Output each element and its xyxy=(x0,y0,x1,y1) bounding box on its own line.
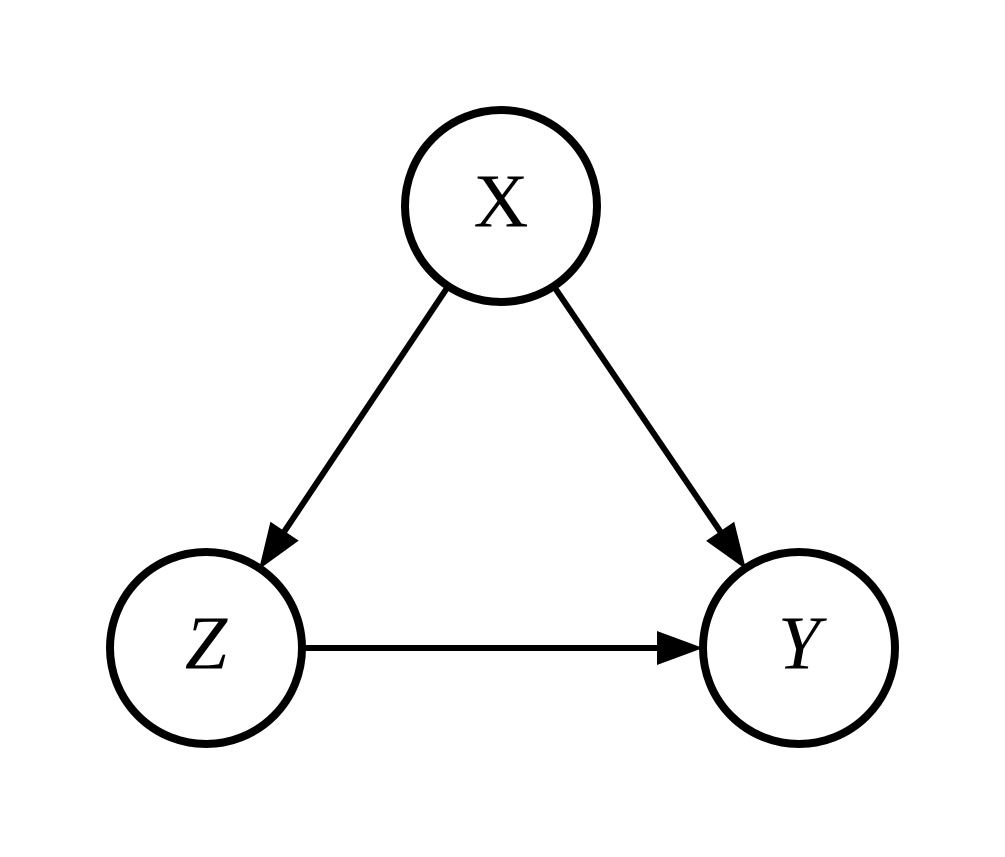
edge-x-to-y-line xyxy=(551,284,724,535)
edge-x-to-y xyxy=(551,284,746,570)
node-z: Z xyxy=(106,548,306,748)
node-y: Y xyxy=(699,548,899,748)
node-x: X xyxy=(401,106,601,306)
node-y-circle xyxy=(699,548,899,748)
node-x-circle xyxy=(401,106,601,306)
edge-x-to-y-arrowhead xyxy=(706,521,746,570)
node-z-circle xyxy=(106,548,306,748)
edge-x-to-z-line xyxy=(280,284,451,535)
node-x-label: X xyxy=(474,159,529,243)
edges-group xyxy=(259,284,746,665)
edge-x-to-z-arrowhead xyxy=(259,521,299,570)
edge-x-to-z xyxy=(259,284,451,570)
nodes-group: X Z Y xyxy=(106,106,899,748)
node-z-label: Z xyxy=(185,601,228,685)
edge-z-to-y-arrowhead xyxy=(657,631,703,665)
node-y-label: Y xyxy=(778,601,828,685)
edge-z-to-y xyxy=(302,631,703,665)
